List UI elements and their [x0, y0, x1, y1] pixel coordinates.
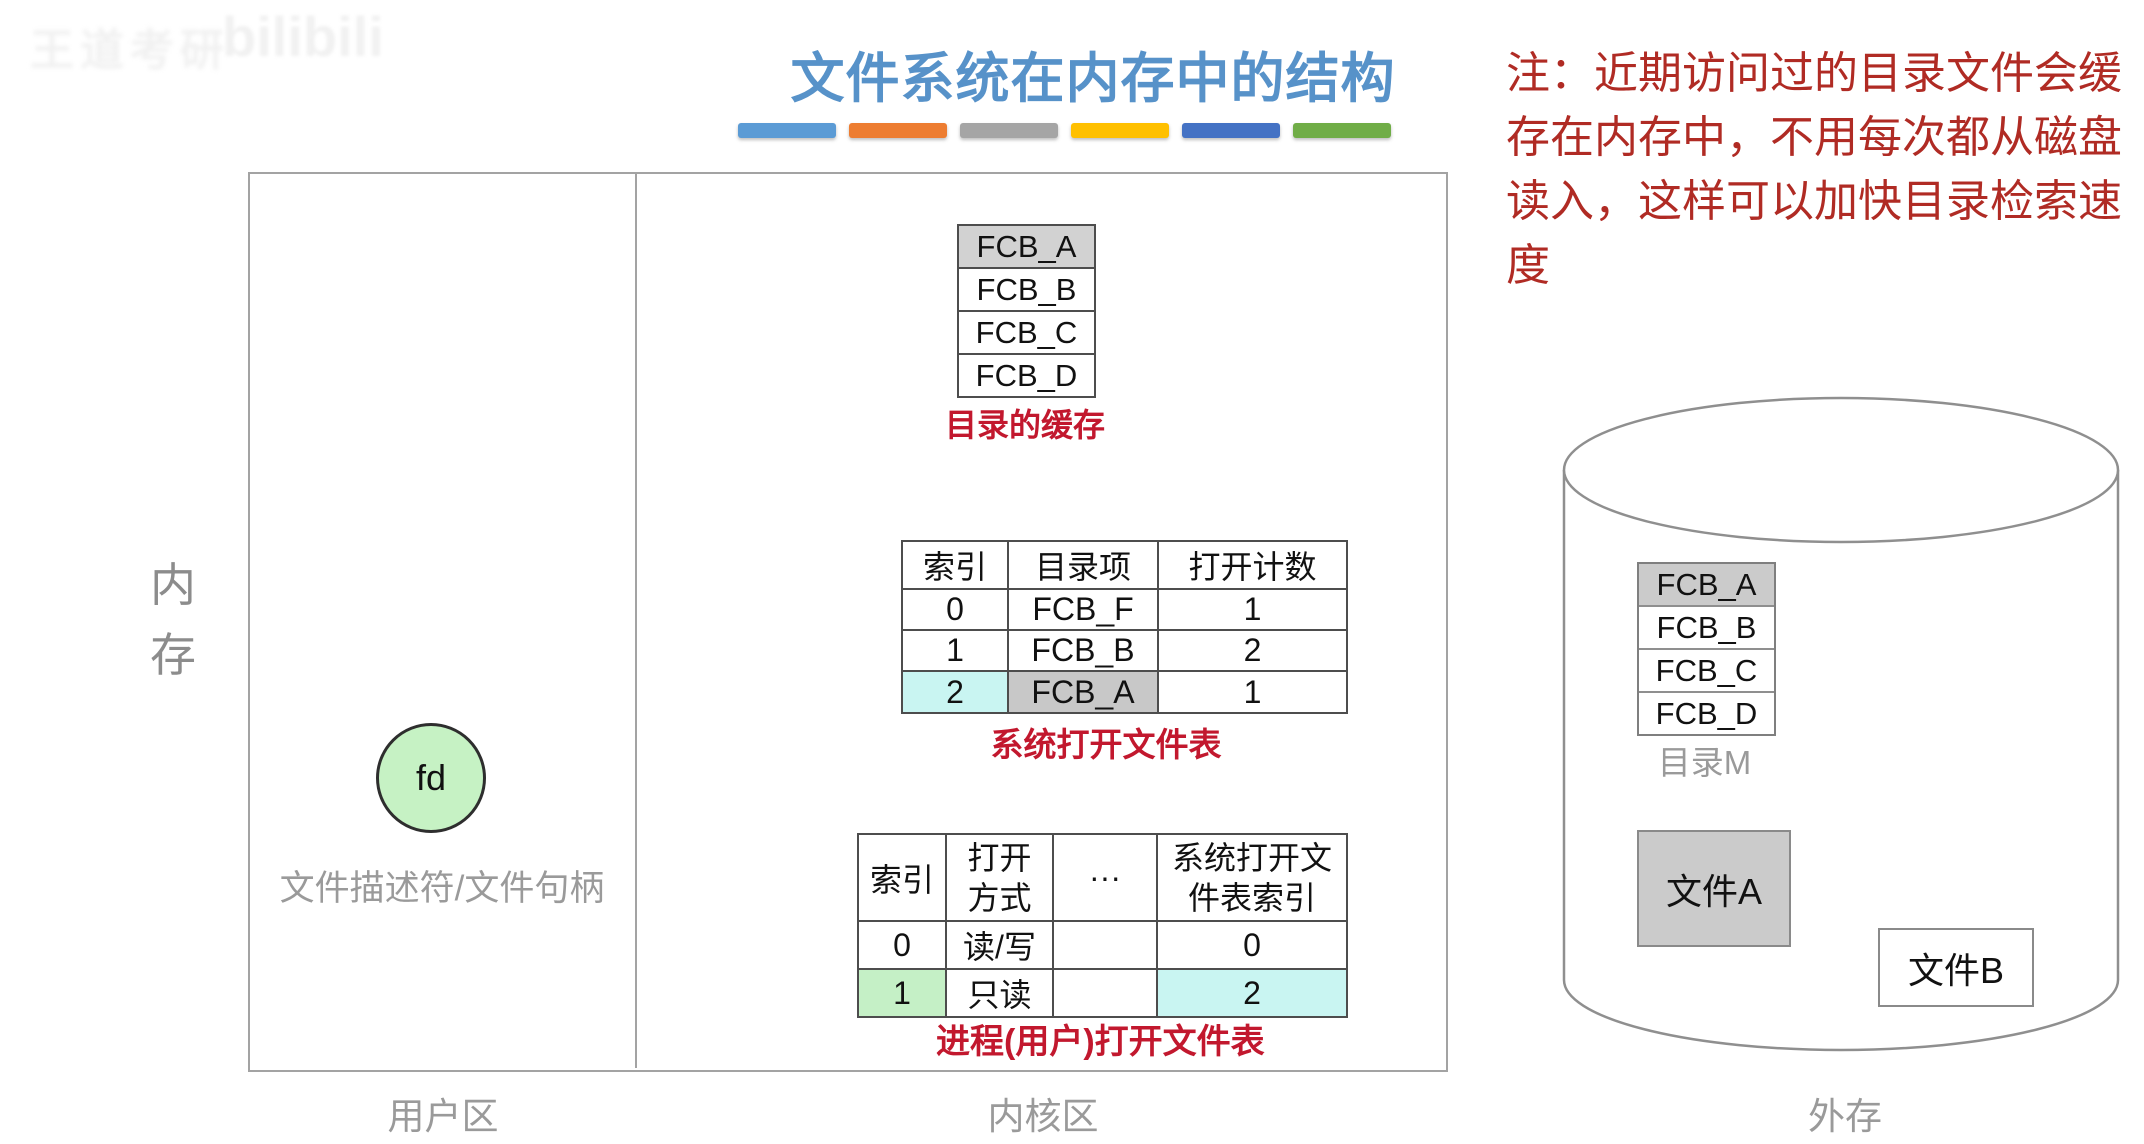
column-header: 索引: [857, 833, 947, 922]
watermark-channel: 王道考研: [30, 26, 230, 75]
dir-cache-row: FCB_A: [959, 226, 1094, 267]
cell-system-table-index: 0: [1156, 920, 1348, 970]
file-a-box: 文件A: [1637, 830, 1791, 947]
page-title: 文件系统在内存中的结构: [790, 49, 1396, 109]
cell-index: 0: [857, 920, 947, 970]
disk-directory-box: FCB_A FCB_B FCB_C FCB_D: [1637, 562, 1776, 736]
cell-open-count: 1: [1157, 588, 1348, 631]
accent-bar-green: [1293, 123, 1391, 138]
cell-system-table-index-highlighted: 2: [1156, 968, 1348, 1018]
table-row: 0 读/写 0: [857, 920, 1348, 970]
disk-dir-row: FCB_D: [1639, 691, 1774, 734]
column-header: 系统打开文件表索引: [1156, 833, 1348, 922]
accent-bar-orange: [849, 123, 947, 138]
column-header: 打开计数: [1157, 540, 1348, 590]
cell-index-highlighted: 1: [857, 968, 947, 1018]
dir-cache-row: FCB_C: [959, 310, 1094, 353]
user-area-label: 用户区: [387, 1096, 499, 1137]
note-line: 读入，这样可以加快目录检索速: [1506, 177, 2122, 226]
column-header: 打开方式: [945, 833, 1054, 922]
bilibili-watermark: bilibili: [222, 5, 384, 68]
process-open-file-table: 索引 打开方式 ··· 系统打开文件表索引 0 读/写 0 1 只读 2: [857, 833, 1348, 1018]
note-line: 注：近期访问过的目录文件会缓: [1506, 49, 2122, 98]
accent-bar-blue: [738, 123, 836, 138]
accent-bar-gold: [1071, 123, 1169, 138]
cell-dir-entry: FCB_B: [1007, 629, 1159, 672]
disk-label: 外存: [1808, 1096, 1882, 1137]
cell-index: 0: [901, 588, 1009, 631]
cylinder-top: [1562, 396, 2120, 544]
table-row: 2 FCB_A 1: [901, 670, 1348, 714]
disk-dir-row: FCB_A: [1639, 564, 1774, 605]
disk-dir-row: FCB_B: [1639, 605, 1774, 648]
cell-open-count: 2: [1157, 629, 1348, 672]
column-header: 目录项: [1007, 540, 1159, 590]
memory-label: 内存: [150, 559, 196, 681]
column-header: 索引: [901, 540, 1009, 590]
table-row: 1 只读 2: [857, 968, 1348, 1018]
dir-cache-row: FCB_B: [959, 267, 1094, 310]
table-row: 0 FCB_F 1: [901, 588, 1348, 631]
title-underline-bars: [738, 123, 1391, 138]
kernel-area-label: 内核区: [987, 1096, 1099, 1137]
cell-ellipsis: [1052, 920, 1158, 970]
column-header-ellipsis: ···: [1052, 833, 1158, 922]
dir-cache-row: FCB_D: [959, 353, 1094, 396]
cell-ellipsis: [1052, 968, 1158, 1018]
memory-box: [248, 172, 1448, 1072]
annotation-note: 注：近期访问过的目录文件会缓 存在内存中，不用每次都从磁盘 读入，这样可以加快目…: [1506, 42, 2122, 298]
process-table-caption: 进程(用户)打开文件表: [936, 1023, 1265, 1061]
directory-cache-box: FCB_A FCB_B FCB_C FCB_D: [957, 224, 1096, 398]
system-table-caption: 系统打开文件表: [990, 726, 1222, 763]
directory-cache-caption: 目录的缓存: [944, 407, 1105, 443]
cell-index-highlighted: 2: [901, 670, 1009, 714]
cell-open-mode: 只读: [945, 968, 1054, 1018]
column-header-text: 系统打开文件表索引: [1171, 839, 1332, 916]
note-line: 度: [1506, 241, 1550, 290]
cell-open-count: 1: [1157, 670, 1348, 714]
system-open-file-table: 索引 目录项 打开计数 0 FCB_F 1 1 FCB_B 2 2 FCB_A …: [901, 540, 1348, 714]
cell-dir-entry-highlighted: FCB_A: [1007, 670, 1159, 714]
column-header-text: 打开方式: [967, 839, 1032, 916]
fd-caption: 文件描述符/文件句柄: [279, 869, 605, 908]
note-line: 存在内存中，不用每次都从磁盘: [1506, 113, 2122, 162]
user-kernel-divider: [635, 174, 637, 1068]
cell-open-mode: 读/写: [945, 920, 1054, 970]
cell-index: 1: [901, 629, 1009, 672]
disk-directory-caption: 目录M: [1657, 744, 1752, 781]
disk-dir-row: FCB_C: [1639, 648, 1774, 691]
accent-bar-navy: [1182, 123, 1280, 138]
cell-dir-entry: FCB_F: [1007, 588, 1159, 631]
fd-circle: fd: [376, 723, 486, 833]
file-b-box: 文件B: [1878, 928, 2034, 1007]
table-row: 1 FCB_B 2: [901, 629, 1348, 672]
accent-bar-gray: [960, 123, 1058, 138]
